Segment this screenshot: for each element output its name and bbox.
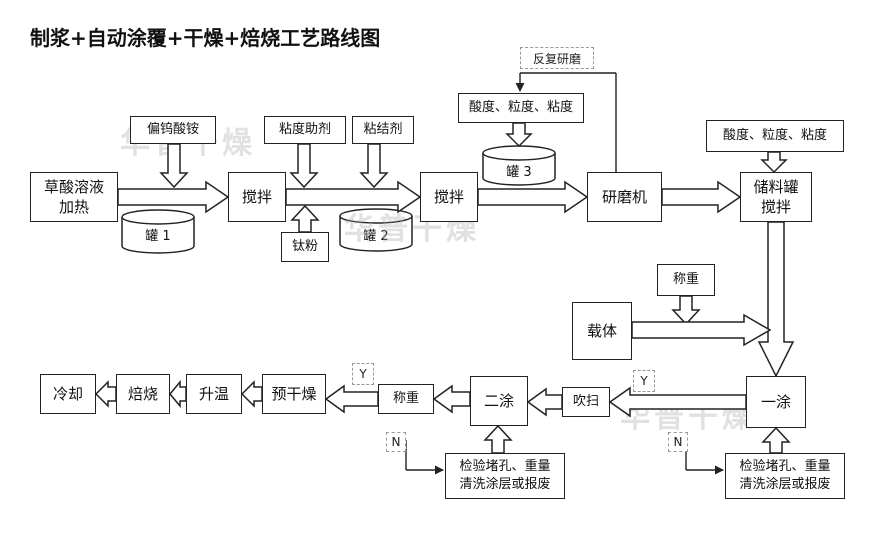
arrow-grinder-to-storage bbox=[661, 180, 742, 214]
arrow-coat2-to-weigh2 bbox=[432, 384, 471, 414]
stir-2-box: 搅拌 bbox=[420, 172, 478, 222]
arrow-acidity1-down bbox=[505, 122, 533, 148]
inspection-box-2: 检验堵孔、重量 清洗涂层或报废 bbox=[445, 453, 565, 499]
arrow-inspect1-up bbox=[761, 426, 791, 454]
tank-3: 罐 3 bbox=[482, 145, 556, 186]
arrow-metatungstate-down bbox=[159, 143, 189, 189]
titanium-powder-box: 钛粉 bbox=[281, 232, 329, 262]
arrow-storage-to-coat1 bbox=[757, 221, 795, 378]
arrow-carrier-to-coat1 bbox=[631, 313, 772, 347]
tank-2: 罐 2 bbox=[339, 208, 413, 252]
repeat-grinding-label: 反复研磨 bbox=[520, 47, 594, 69]
weighing-1-box: 称重 bbox=[657, 264, 715, 296]
arrow-viscosity-aid-down bbox=[289, 143, 319, 189]
ammonium-metatungstate-box: 偏钨酸铵 bbox=[130, 116, 216, 144]
page-title: 制浆+自动涂覆+干燥+焙烧工艺路线图 bbox=[30, 26, 381, 50]
arrow-acidity2-down bbox=[760, 151, 788, 174]
first-coating-box: 一涂 bbox=[746, 376, 806, 428]
pre-drying-box: 预干燥 bbox=[262, 374, 326, 414]
tank-3-label: 罐 3 bbox=[506, 165, 531, 180]
no-label-1: N bbox=[668, 432, 688, 452]
arrow-weigh2-to-predry bbox=[324, 384, 379, 414]
arrow-inspect2-up bbox=[483, 424, 513, 454]
tank-1: 罐 1 bbox=[121, 209, 195, 254]
carrier-box: 载体 bbox=[572, 302, 632, 360]
no-label-2: N bbox=[386, 432, 406, 452]
binder-box: 粘结剂 bbox=[352, 116, 414, 144]
inspection-box-1: 检验堵孔、重量 清洗涂层或报废 bbox=[725, 453, 845, 499]
roasting-box: 焙烧 bbox=[116, 374, 170, 414]
arrow-purge-to-coat2 bbox=[526, 387, 563, 417]
arrow-heat-to-roast bbox=[169, 379, 187, 409]
arrow-oxalic-to-stir1 bbox=[117, 180, 230, 214]
arrow-weighing1-down bbox=[671, 295, 701, 326]
viscosity-aid-box: 粘度助剂 bbox=[264, 116, 346, 144]
stir-1-box: 搅拌 bbox=[228, 172, 286, 222]
cooling-box: 冷却 bbox=[40, 374, 96, 414]
weighing-2-box: 称重 bbox=[378, 384, 434, 414]
oxalic-acid-heating-box: 草酸溶液 加热 bbox=[30, 172, 118, 222]
arrow-titanium-up bbox=[290, 204, 320, 233]
yes-label-2: Y bbox=[352, 363, 374, 385]
arrow-roast-to-cool bbox=[94, 380, 117, 408]
arrow-predry-to-heat bbox=[240, 380, 263, 408]
yes-label-1: Y bbox=[633, 370, 655, 392]
tank-2-label: 罐 2 bbox=[363, 229, 388, 244]
arrow-stir1-to-stir2 bbox=[285, 180, 422, 214]
tank-1-label: 罐 1 bbox=[145, 229, 170, 244]
acidity-granularity-viscosity-box-1: 酸度、粒度、粘度 bbox=[458, 93, 584, 123]
heat-up-box: 升温 bbox=[186, 374, 242, 414]
arrow-binder-down bbox=[359, 143, 389, 189]
storage-tank-stir-box: 储料罐 搅拌 bbox=[740, 172, 812, 222]
arrow-stir2-to-grinder bbox=[477, 180, 589, 214]
arrow-coat1-to-purge bbox=[608, 386, 747, 418]
